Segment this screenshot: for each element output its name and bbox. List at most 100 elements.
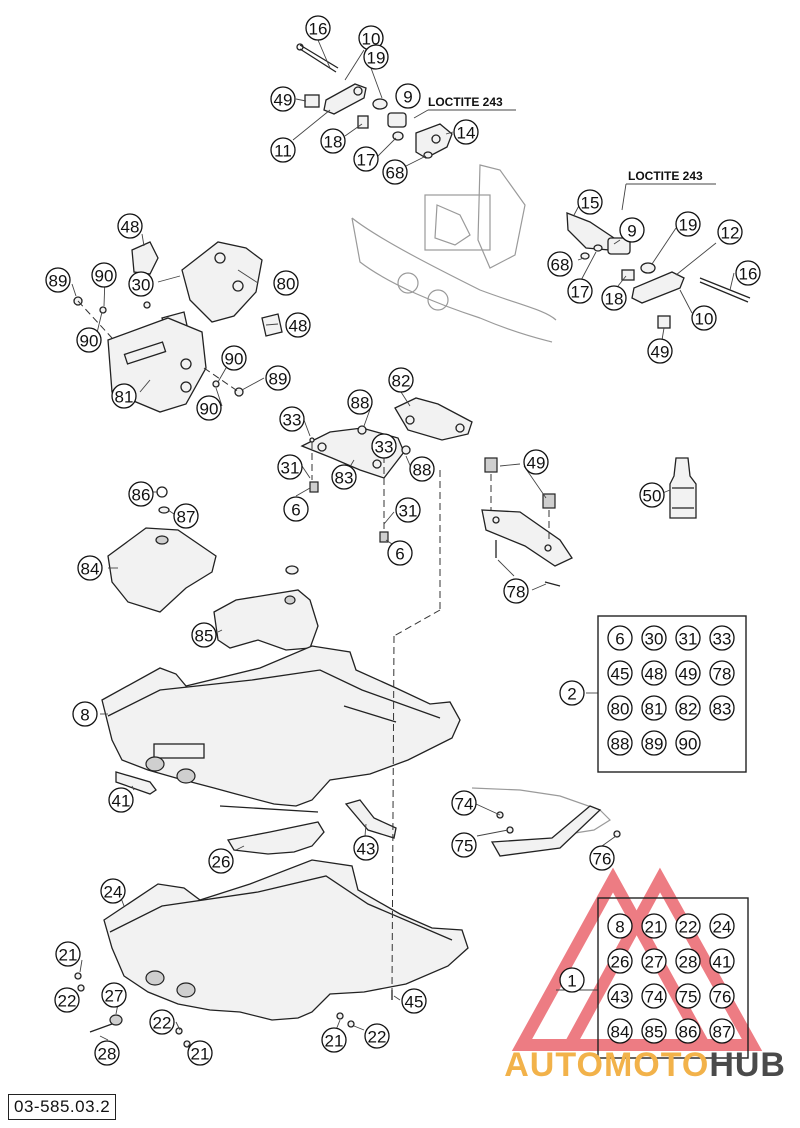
svg-text:31: 31 xyxy=(399,502,418,521)
kit-item-84: 84 xyxy=(607,1018,633,1044)
svg-text:90: 90 xyxy=(679,735,698,754)
svg-text:86: 86 xyxy=(679,1023,698,1042)
kit-1-box xyxy=(597,897,749,1059)
callout-24: 24 xyxy=(100,878,126,904)
svg-text:21: 21 xyxy=(191,1045,210,1064)
svg-text:81: 81 xyxy=(645,700,664,719)
callout-31-right: 31 xyxy=(395,497,421,523)
svg-text:75: 75 xyxy=(679,988,698,1007)
callout-80: 80 xyxy=(273,270,299,296)
kit-item-6: 6 xyxy=(607,625,633,651)
svg-text:2: 2 xyxy=(567,685,576,704)
svg-text:30: 30 xyxy=(645,630,664,649)
svg-text:18: 18 xyxy=(324,133,343,152)
svg-text:26: 26 xyxy=(611,953,630,972)
svg-text:85: 85 xyxy=(645,1023,664,1042)
svg-text:22: 22 xyxy=(368,1028,387,1047)
skid-plate-guards xyxy=(107,486,319,651)
callout-90-right-top: 90 xyxy=(221,345,247,371)
kit-item-75: 75 xyxy=(675,983,701,1009)
svg-text:33: 33 xyxy=(283,411,302,430)
callout-49-right: 49 xyxy=(647,338,673,364)
svg-text:30: 30 xyxy=(132,276,151,295)
trim-pieces xyxy=(226,799,397,855)
diagram-code-label: 03-585.03.2 xyxy=(8,1094,117,1120)
svg-text:15: 15 xyxy=(581,194,600,213)
kit-item-45: 45 xyxy=(607,660,633,686)
svg-text:89: 89 xyxy=(49,272,68,291)
loctite-label-right: LOCTITE 243 xyxy=(628,169,703,183)
kit-item-89: 89 xyxy=(641,730,667,756)
callout-82: 82 xyxy=(388,367,414,393)
callout-17-top: 17 xyxy=(353,146,379,172)
svg-text:68: 68 xyxy=(551,256,570,275)
svg-text:41: 41 xyxy=(112,792,131,811)
svg-text:17: 17 xyxy=(571,283,590,302)
svg-text:48: 48 xyxy=(289,317,308,336)
callout-18-right: 18 xyxy=(601,285,627,311)
callout-10-right: 10 xyxy=(691,305,717,331)
callout-45: 45 xyxy=(401,988,427,1014)
callout-41: 41 xyxy=(108,787,134,813)
callout-22-left: 22 xyxy=(54,987,80,1013)
callout-kit-1: 1 xyxy=(559,967,585,993)
svg-text:84: 84 xyxy=(611,1023,630,1042)
callout-12: 12 xyxy=(717,219,743,245)
svg-text:49: 49 xyxy=(679,665,698,684)
callout-kit-2: 2 xyxy=(559,680,585,706)
side-rail-part xyxy=(471,787,621,857)
svg-text:90: 90 xyxy=(200,400,219,419)
svg-text:17: 17 xyxy=(357,151,376,170)
svg-text:6: 6 xyxy=(395,545,404,564)
svg-text:49: 49 xyxy=(274,91,293,110)
top-bolt-assembly xyxy=(296,43,453,159)
callout-15: 15 xyxy=(577,189,603,215)
watermark-text: AUTOMOTOHUB xyxy=(504,1046,786,1084)
svg-text:87: 87 xyxy=(713,1023,732,1042)
svg-text:27: 27 xyxy=(105,987,124,1006)
svg-text:80: 80 xyxy=(611,700,630,719)
svg-text:75: 75 xyxy=(455,837,474,856)
svg-text:28: 28 xyxy=(98,1045,117,1064)
svg-text:22: 22 xyxy=(679,918,698,937)
callout-89-right: 89 xyxy=(265,365,291,391)
callout-85: 85 xyxy=(191,622,217,648)
svg-text:48: 48 xyxy=(121,218,140,237)
svg-text:6: 6 xyxy=(291,501,300,520)
callout-8: 8 xyxy=(72,701,98,727)
svg-text:22: 22 xyxy=(58,992,77,1011)
svg-text:88: 88 xyxy=(611,735,630,754)
svg-text:88: 88 xyxy=(413,461,432,480)
svg-text:84: 84 xyxy=(81,560,100,579)
right-bolt-assembly xyxy=(566,212,751,329)
svg-text:83: 83 xyxy=(713,700,732,719)
svg-text:16: 16 xyxy=(309,20,328,39)
svg-text:8: 8 xyxy=(80,706,89,725)
svg-text:33: 33 xyxy=(375,438,394,457)
svg-text:16: 16 xyxy=(739,265,758,284)
svg-text:33: 33 xyxy=(713,630,732,649)
svg-text:80: 80 xyxy=(277,275,296,294)
kit-item-87: 87 xyxy=(709,1018,735,1044)
svg-text:50: 50 xyxy=(643,487,662,506)
svg-text:10: 10 xyxy=(362,30,381,49)
kit-item-88: 88 xyxy=(607,730,633,756)
kit-2-box xyxy=(597,615,747,773)
svg-text:89: 89 xyxy=(645,735,664,754)
kit-item-8: 8 xyxy=(607,913,633,939)
svg-text:86: 86 xyxy=(132,486,151,505)
svg-text:43: 43 xyxy=(357,840,376,859)
svg-text:10: 10 xyxy=(695,310,714,329)
callout-6-right: 6 xyxy=(387,540,413,566)
callout-89-left: 89 xyxy=(45,267,71,293)
svg-text:19: 19 xyxy=(679,216,698,235)
kit-item-80: 80 xyxy=(607,695,633,721)
callout-76: 76 xyxy=(589,845,615,871)
svg-text:6: 6 xyxy=(615,630,624,649)
svg-text:21: 21 xyxy=(645,918,664,937)
callout-74: 74 xyxy=(451,790,477,816)
callout-87: 87 xyxy=(173,503,199,529)
svg-text:82: 82 xyxy=(392,372,411,391)
svg-text:68: 68 xyxy=(386,164,405,183)
